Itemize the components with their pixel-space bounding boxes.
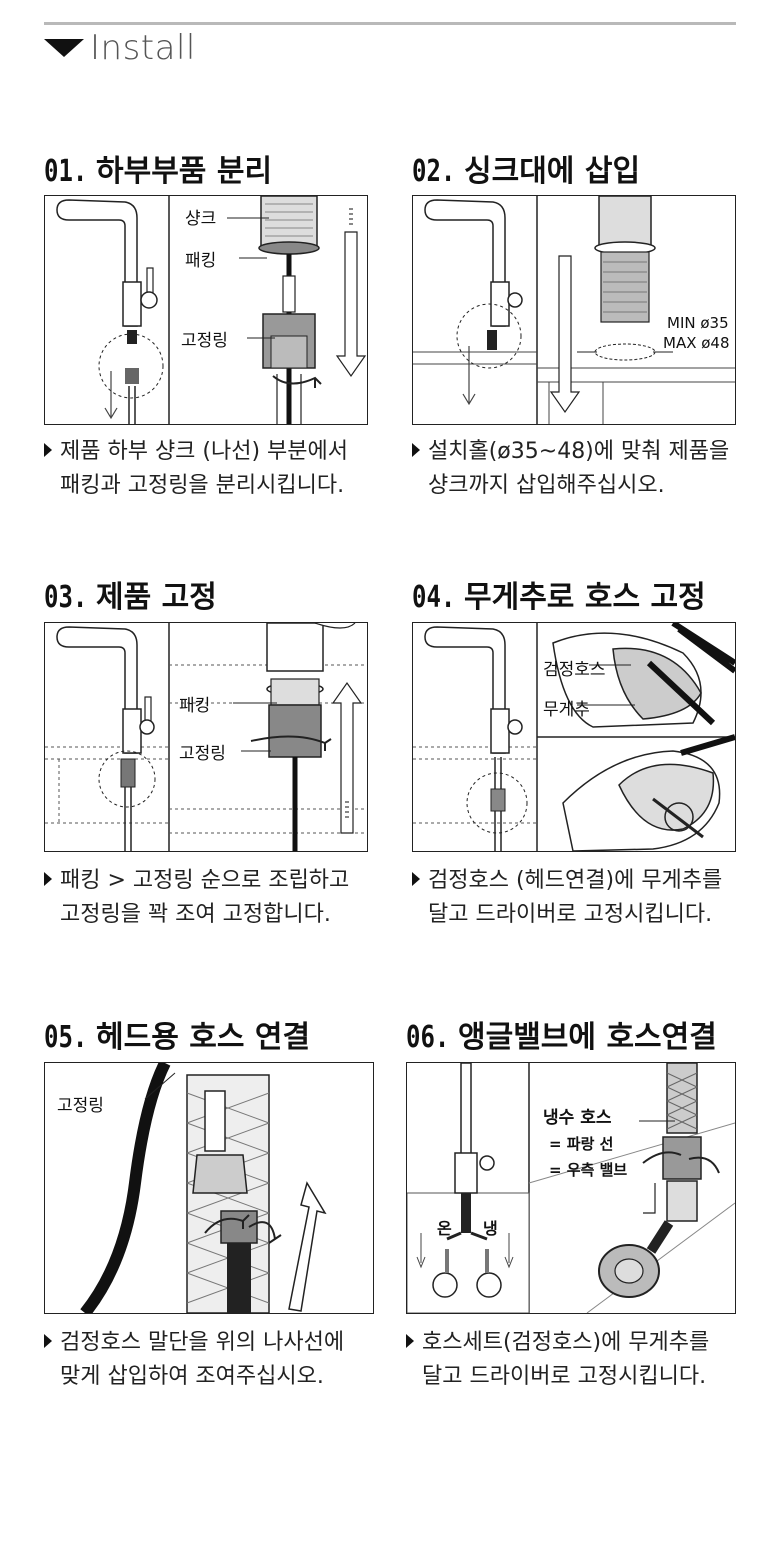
step-number: 06. <box>406 1020 450 1055</box>
label-fixing-ring: 고정링 <box>181 331 228 351</box>
step-2-description: 설치홀(ø35~48)에 맞춰 제품을 샹크까지 삽입해주십시오. <box>412 435 729 503</box>
step-title: 하부부품 분리 <box>96 154 273 189</box>
bullet-icon <box>412 443 420 457</box>
head-hose-connection-drawing <box>80 1063 327 1313</box>
step-3-heading: 03.제품 고정 <box>44 572 217 616</box>
label-right-valve: = 우측 밸브 <box>549 1161 628 1179</box>
step-5-description: 검정호스 말단을 위의 나사선에 맞게 삽입하여 조여주십시오. <box>44 1326 344 1394</box>
step-2-illustration: MIN ø35 MAX ø48 <box>412 195 736 425</box>
step-title: 싱크대에 삽입 <box>464 154 641 189</box>
step-4-description: 검정호스 (헤드연결)에 무게추를 달고 드라이버로 고정시킵니다. <box>412 864 722 932</box>
label-hot: 온 <box>437 1219 452 1238</box>
label-fixing-ring: 고정링 <box>179 744 226 764</box>
step-3-illustration: 패킹 고정링 <box>44 622 368 852</box>
label-blue-line: = 파랑 선 <box>549 1135 614 1153</box>
step-5-illustration: 고정링 <box>44 1062 374 1314</box>
label-cold-hose: 냉수 호스 <box>543 1108 612 1128</box>
bullet-icon <box>406 1334 414 1348</box>
bullet-icon <box>412 872 420 886</box>
step-4-illustration: 검정호스 무게추 <box>412 622 736 852</box>
faucet-disassembly-drawing <box>56 196 367 424</box>
label-black-hose: 검정호스 <box>543 660 606 680</box>
step-1-heading: 01.하부부품 분리 <box>44 146 272 190</box>
step-6-illustration: 냉수 호스 = 파랑 선 = 우측 밸브 온 냉 <box>406 1062 736 1314</box>
label-cold: 냉 <box>483 1219 498 1238</box>
step-5-heading: 05.헤드용 호스 연결 <box>44 1012 310 1056</box>
label-min-diameter: MIN ø35 <box>667 314 729 332</box>
step-1-description: 제품 하부 샹크 (나선) 부분에서 패킹과 고정링을 분리시킵니다. <box>44 435 348 503</box>
bullet-icon <box>44 872 52 886</box>
bullet-icon <box>44 443 52 457</box>
angle-valve-connection-drawing <box>407 1063 735 1313</box>
faucet-fixing-drawing <box>45 623 367 851</box>
label-fixing-ring: 고정링 <box>57 1096 104 1116</box>
triangle-down-icon <box>44 39 84 57</box>
step-2-heading: 02.싱크대에 삽입 <box>412 146 640 190</box>
top-divider <box>44 22 736 25</box>
step-title: 헤드용 호스 연결 <box>96 1020 311 1055</box>
label-weight: 무게추 <box>543 700 590 720</box>
bullet-icon <box>44 1334 52 1348</box>
label-packing: 패킹 <box>179 696 211 716</box>
step-3-description: 패킹 > 고정링 순으로 조립하고 고정링을 꽉 조여 고정합니다. <box>44 864 349 932</box>
step-title: 앵글밸브에 호스연결 <box>458 1020 717 1055</box>
hose-weight-drawing <box>413 623 735 851</box>
section-title: Install <box>90 28 196 68</box>
section-header: Install <box>44 28 196 68</box>
step-1-illustration: 샹크 패킹 고정링 <box>44 195 368 425</box>
step-title: 무게추로 호스 고정 <box>464 580 706 615</box>
step-4-heading: 04.무게추로 호스 고정 <box>412 572 706 616</box>
sink-insertion-drawing <box>413 196 735 424</box>
label-max-diameter: MAX ø48 <box>663 334 730 352</box>
step-title: 제품 고정 <box>96 580 217 615</box>
step-6-description: 호스세트(검정호스)에 무게추를 달고 드라이버로 고정시킵니다. <box>406 1326 709 1394</box>
step-6-heading: 06.앵글밸브에 호스연결 <box>406 1012 717 1056</box>
step-number: 02. <box>412 154 456 189</box>
step-number: 03. <box>44 580 88 615</box>
label-shank: 샹크 <box>185 209 217 229</box>
step-number: 05. <box>44 1020 88 1055</box>
label-packing: 패킹 <box>185 251 217 271</box>
step-number: 01. <box>44 154 88 189</box>
step-number: 04. <box>412 580 456 615</box>
